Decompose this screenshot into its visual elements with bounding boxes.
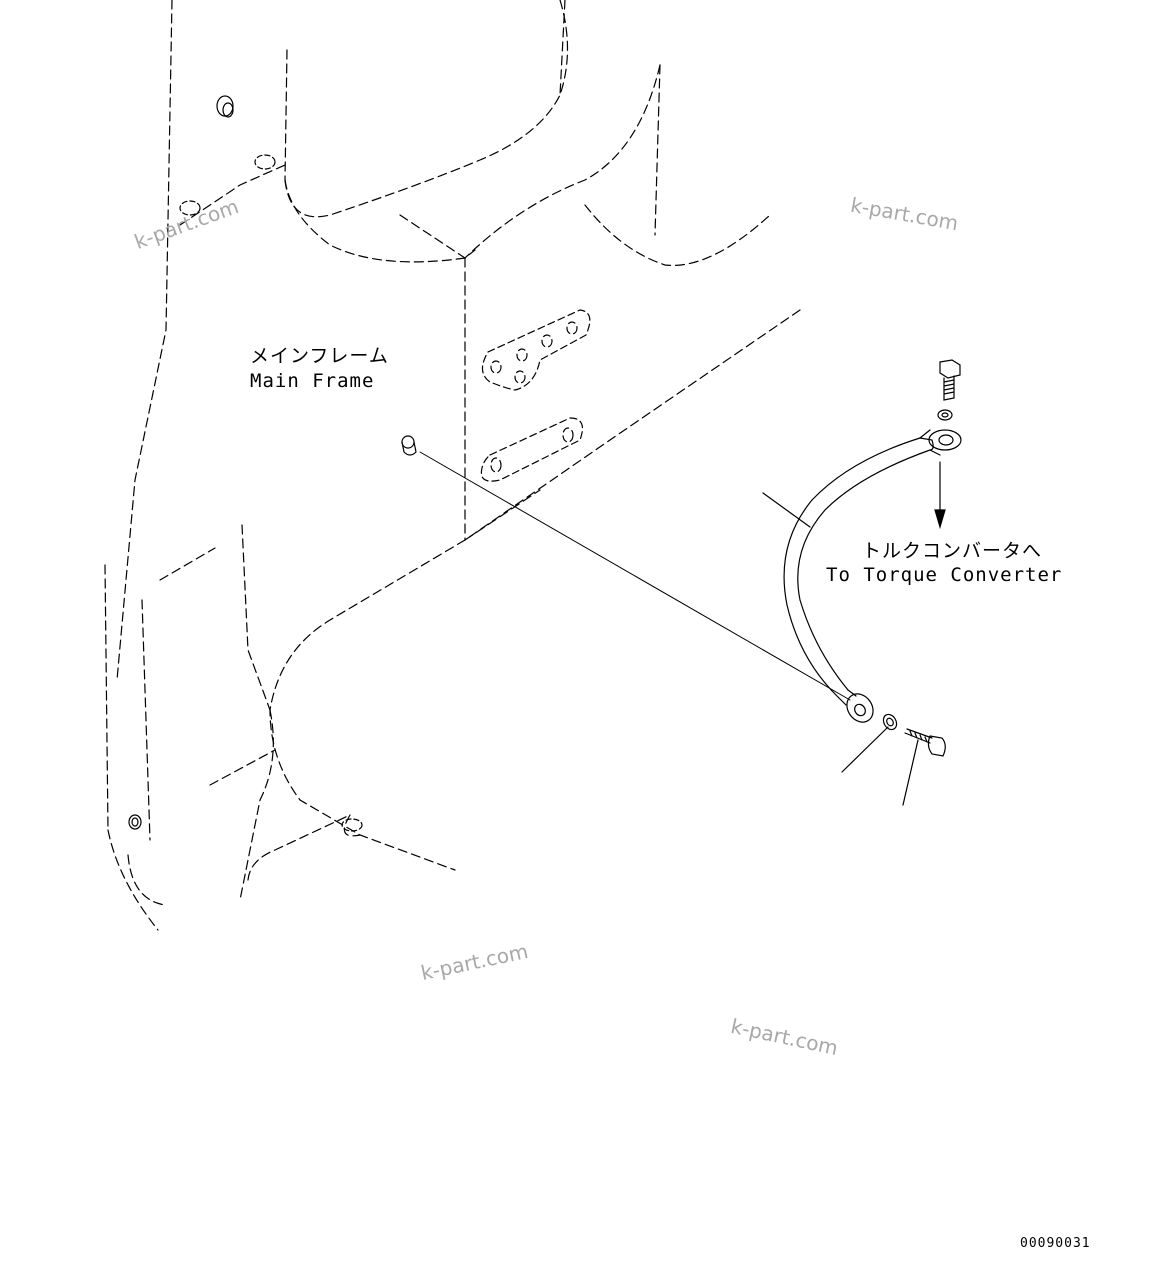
frame-mount-point bbox=[401, 435, 851, 701]
frame-holes bbox=[128, 95, 363, 832]
upper-washer bbox=[937, 409, 953, 421]
mounting-plate-lower bbox=[480, 417, 583, 482]
main-frame-label-jp: メインフレーム bbox=[250, 345, 389, 367]
torque-converter-label-en: To Torque Converter bbox=[826, 564, 1063, 586]
main-frame-label-en: Main Frame bbox=[250, 370, 375, 392]
torque-converter-label-jp: トルクコンバータへ bbox=[862, 540, 1043, 562]
upper-bolt bbox=[939, 359, 961, 401]
lower-washer bbox=[841, 713, 898, 773]
lower-bolt bbox=[902, 728, 946, 806]
drawing-number: 00090031 bbox=[1020, 1236, 1091, 1251]
direction-arrow bbox=[934, 461, 946, 530]
ground-cable bbox=[762, 429, 962, 723]
mounting-plate-upper bbox=[481, 309, 591, 391]
main-frame-outline bbox=[104, 0, 801, 931]
